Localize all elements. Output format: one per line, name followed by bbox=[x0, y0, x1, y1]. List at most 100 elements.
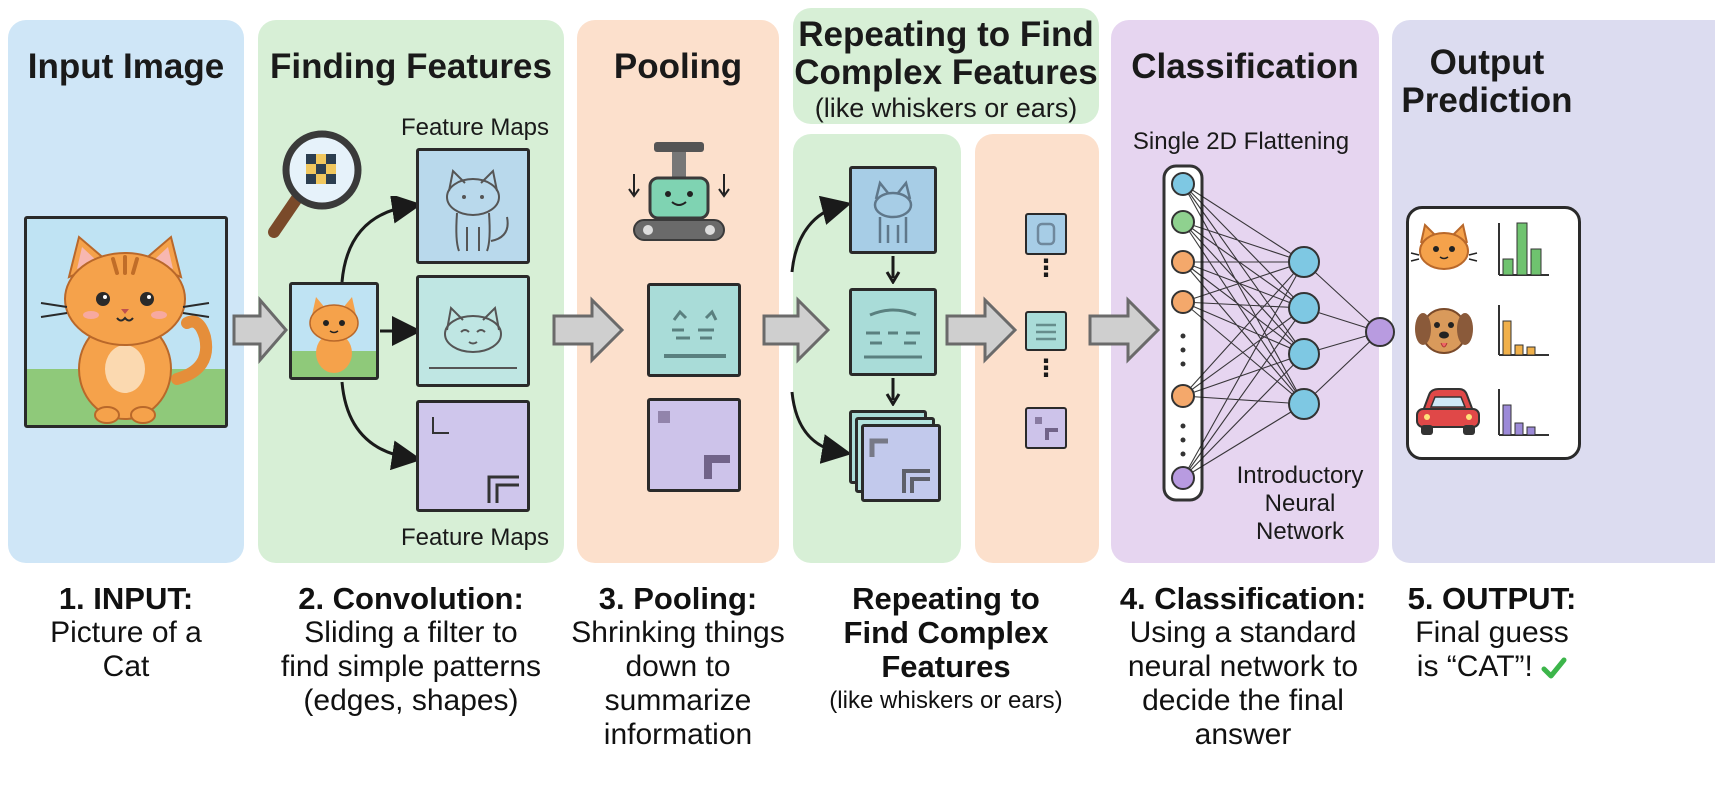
conv-input-thumbnail bbox=[289, 282, 379, 380]
caption-pooling-line1: Shrinking things bbox=[571, 616, 785, 649]
cat-face-outline-icon bbox=[429, 305, 517, 369]
neural-network-diagram bbox=[1162, 164, 1395, 502]
caption-input-line2: Cat bbox=[102, 650, 150, 683]
magnifier-icon bbox=[268, 130, 362, 238]
output-node bbox=[1365, 317, 1395, 347]
repeating-subtitle: (like whiskers or ears) bbox=[814, 93, 1078, 123]
panel-title-features: Finding Features bbox=[270, 47, 552, 86]
pooled-ellipsis-1: ⋮ bbox=[1034, 255, 1058, 282]
network-label-line2: Neural bbox=[1264, 490, 1336, 517]
network-label: Introductory Neural Network bbox=[1220, 462, 1380, 546]
repeating-title-line1: Repeating to Find bbox=[798, 15, 1094, 54]
repeat-feature-stack bbox=[849, 410, 945, 502]
repeat-branch-arrows bbox=[790, 196, 852, 464]
panel-title-repeating: Repeating to Find Complex Features (like… bbox=[793, 16, 1099, 124]
hidden-node-3 bbox=[1288, 338, 1320, 370]
caption-repeating-heading3: Features bbox=[881, 649, 1011, 684]
arrow-conv-to-pool bbox=[552, 296, 624, 364]
pooled-map-2 bbox=[647, 398, 741, 492]
flatten-label: Single 2D Flattening bbox=[1132, 128, 1350, 155]
cat-icon bbox=[1410, 223, 1478, 270]
feature-maps-bottom-label: Feature Maps bbox=[400, 524, 550, 551]
caption-pooling-heading: 3. Pooling: bbox=[598, 581, 758, 616]
caption-classification-heading: 4. Classification: bbox=[1119, 581, 1367, 616]
feature-map-3 bbox=[416, 400, 530, 512]
cat-icon bbox=[27, 219, 225, 425]
arrow-repeat-to-class bbox=[1088, 296, 1160, 364]
prediction-card bbox=[1406, 206, 1581, 460]
caption-convolution-line2: find simple patterns bbox=[280, 650, 542, 683]
edge-corner-icon bbox=[432, 417, 519, 503]
panel-title-pooling: Pooling bbox=[613, 47, 743, 86]
conv-branch-arrows bbox=[340, 196, 422, 470]
caption-input: 1. INPUT: Picture of a Cat bbox=[8, 582, 244, 684]
arrow-input-to-conv bbox=[232, 296, 288, 364]
output-title-line2: Prediction bbox=[1401, 81, 1573, 120]
input-node-1 bbox=[1171, 172, 1195, 196]
input-node-3 bbox=[1171, 250, 1195, 274]
caption-output: 5. OUTPUT: Final guess is “CAT”! bbox=[1392, 582, 1592, 684]
pooled-ellipsis-2: ⋮ bbox=[1034, 355, 1058, 382]
caption-input-line1: Picture of a bbox=[50, 616, 202, 649]
arrow-pool-to-repeat bbox=[762, 296, 830, 364]
caption-input-heading: 1. INPUT: bbox=[58, 581, 194, 616]
caption-repeating: Repeating to Find Complex Features (like… bbox=[800, 582, 1092, 718]
repeat-pooled-1 bbox=[1025, 213, 1067, 255]
caption-convolution-heading: 2. Convolution: bbox=[298, 581, 524, 616]
caption-repeating-line1: (like whiskers or ears) bbox=[829, 687, 1063, 714]
feature-map-1 bbox=[416, 148, 530, 264]
repeat-feature-map-2 bbox=[849, 288, 937, 376]
caption-classification: 4. Classification: Using a standard neur… bbox=[1098, 582, 1388, 752]
stack-layer-front bbox=[861, 424, 941, 502]
panel-classification bbox=[1111, 20, 1379, 563]
network-label-line1: Introductory bbox=[1236, 462, 1364, 489]
caption-classification-line3: decide the final answer bbox=[1142, 684, 1344, 751]
panel-title-input: Input Image bbox=[27, 47, 225, 86]
dog-icon bbox=[1415, 308, 1473, 354]
input-cat-image bbox=[24, 216, 228, 428]
car-icon bbox=[1416, 388, 1480, 435]
input-node-2 bbox=[1171, 210, 1195, 234]
repeating-title-line2: Complex Features bbox=[794, 53, 1098, 92]
repeat-pooled-2 bbox=[1025, 311, 1067, 351]
hidden-node-2 bbox=[1288, 292, 1320, 324]
input-node-6 bbox=[1171, 466, 1195, 490]
checkmark-icon bbox=[1541, 657, 1567, 679]
panel-repeating-title bbox=[793, 8, 1099, 124]
cat-probability-bars bbox=[1498, 222, 1549, 276]
input-node-5 bbox=[1171, 384, 1195, 408]
caption-pooling: 3. Pooling: Shrinking things down to sum… bbox=[550, 582, 806, 752]
feature-maps-top-label: Feature Maps bbox=[400, 114, 550, 141]
caption-repeating-heading2: Find Complex bbox=[843, 615, 1049, 650]
arrow-repeat-conv-to-pool bbox=[945, 296, 1017, 364]
caption-output-line2-text: is “CAT”! bbox=[1416, 650, 1533, 683]
pooled-map-1 bbox=[647, 283, 741, 377]
caption-classification-line2: neural network to bbox=[1127, 650, 1359, 683]
panel-title-classification: Classification bbox=[1131, 47, 1359, 86]
caption-pooling-line2: down to summarize bbox=[604, 650, 752, 717]
caption-pooling-line3: information bbox=[603, 718, 753, 751]
caption-repeating-heading1: Repeating to bbox=[852, 581, 1040, 616]
car-probability-bars bbox=[1498, 389, 1549, 436]
pooling-machine-icon bbox=[628, 142, 730, 241]
repeat-feature-map-1 bbox=[849, 166, 937, 254]
panel-title-output: Output Prediction bbox=[1392, 44, 1582, 120]
caption-classification-line1: Using a standard bbox=[1129, 616, 1357, 649]
hidden-node-4 bbox=[1288, 388, 1320, 420]
caption-convolution: 2. Convolution: Sliding a filter to find… bbox=[258, 582, 564, 718]
caption-output-heading: 5. OUTPUT: bbox=[1407, 581, 1577, 616]
caption-output-line1: Final guess bbox=[1415, 616, 1569, 649]
caption-convolution-line1: Sliding a filter to bbox=[304, 616, 518, 649]
caption-convolution-line3: (edges, shapes) bbox=[303, 684, 519, 717]
repeat-down-arrow-2 bbox=[885, 378, 901, 406]
hidden-node-1 bbox=[1288, 246, 1320, 278]
output-title-line1: Output bbox=[1429, 43, 1545, 82]
repeat-down-arrow-1 bbox=[885, 256, 901, 284]
feature-map-2 bbox=[416, 275, 530, 387]
cat-outline-icon bbox=[446, 168, 509, 252]
input-node-4 bbox=[1171, 290, 1195, 314]
caption-output-line2: is “CAT”! bbox=[1392, 650, 1592, 684]
dog-probability-bars bbox=[1498, 305, 1549, 356]
repeat-pooled-3 bbox=[1025, 407, 1067, 449]
network-label-line3: Network bbox=[1255, 518, 1345, 545]
